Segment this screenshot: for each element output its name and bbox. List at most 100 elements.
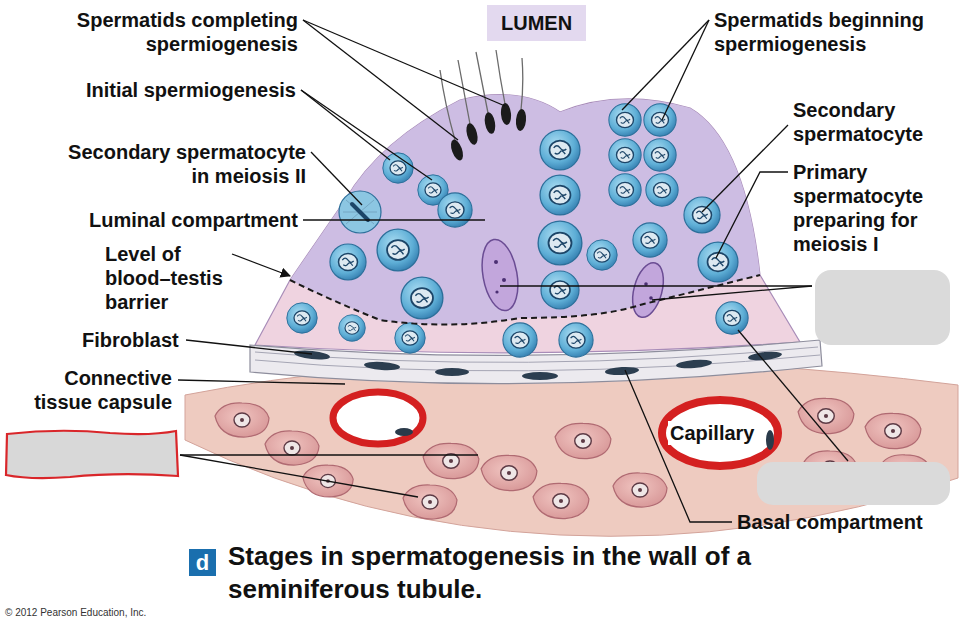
germ-cells <box>644 139 676 171</box>
capillary <box>662 400 778 466</box>
capillary <box>766 430 774 450</box>
interstitial-tissue <box>265 431 319 465</box>
leader-line <box>625 370 732 522</box>
part-label: Connective tissue capsule <box>27 366 172 414</box>
part-label: Luminal compartment <box>89 208 298 232</box>
part-label: Level of blood–testis barrier <box>105 242 230 314</box>
spermatid <box>440 50 527 162</box>
germ-cells <box>503 323 537 357</box>
seminiferous-epithelium <box>255 95 800 353</box>
node-text: d <box>196 550 209 575</box>
connective-tissue-capsule <box>522 372 558 380</box>
part-label: Fibroblast <box>82 328 179 352</box>
interstitial-tissue <box>423 443 479 478</box>
spermatid <box>515 109 527 132</box>
germ-cells <box>540 130 580 170</box>
germ-cells <box>438 193 472 227</box>
part-label: Spermatids completing spermiogenesis <box>63 8 298 56</box>
capillary <box>395 428 413 436</box>
connective-tissue-capsule <box>364 361 400 371</box>
spermatid <box>483 111 497 134</box>
masked-label <box>815 270 950 345</box>
interstitial-tissue <box>613 473 667 507</box>
sertoli-nucleus <box>627 259 669 320</box>
interstitial-tissue <box>555 423 611 458</box>
part-label: Secondary spermatocyte in meiosis II <box>56 140 306 188</box>
sertoli-nucleus <box>477 237 523 314</box>
seminiferous-epithelium <box>290 95 760 325</box>
leader-line <box>702 125 788 212</box>
germ-cells <box>395 323 425 353</box>
figure-caption: Stages in spermatogenesis in the wall of… <box>228 540 813 605</box>
leader-line <box>652 286 812 300</box>
connective-tissue-capsule <box>294 349 331 361</box>
seminiferous-epithelium <box>255 95 800 353</box>
germ-cells <box>644 104 676 136</box>
spermatid <box>500 103 512 126</box>
germ-cells <box>646 174 678 206</box>
part-label: Basal compartment <box>737 510 923 534</box>
germ-cells <box>339 315 366 342</box>
leader-line <box>311 152 362 205</box>
connective-tissue-capsule <box>435 368 469 376</box>
germ-cells <box>377 229 419 271</box>
leader-line <box>180 455 418 497</box>
germ-cells <box>698 242 738 282</box>
germ-cells <box>716 302 748 334</box>
germ-cells <box>633 223 667 257</box>
sertoli-nucleus <box>494 260 498 264</box>
spermatid <box>449 138 466 162</box>
part-label: Primary spermatocyte preparing for meios… <box>793 160 933 256</box>
interstitial-tissue <box>533 483 589 518</box>
part-label: Spermatids beginning spermiogenesis <box>714 8 949 56</box>
node-text: LUMEN <box>501 12 572 34</box>
germ-cells <box>609 104 641 136</box>
germ-cells <box>339 191 381 233</box>
spermatid <box>440 50 523 140</box>
germ-cells <box>287 104 748 357</box>
sertoli-nucleus <box>644 282 648 286</box>
germ-cells <box>684 197 720 233</box>
interstitial-tissue <box>185 360 958 537</box>
sertoli-nucleus <box>477 237 669 321</box>
sertoli-nucleus <box>649 296 653 300</box>
connective-tissue-capsule <box>748 350 783 362</box>
spermatid <box>464 122 479 146</box>
panel-badge: d <box>189 549 216 576</box>
germ-cells <box>541 271 579 309</box>
leader-line <box>301 90 432 180</box>
germ-cells <box>609 139 641 171</box>
leader-line <box>500 285 812 286</box>
masked-label <box>757 462 950 505</box>
germ-cells <box>538 221 582 265</box>
germ-cells <box>540 175 580 215</box>
copyright-note: © 2012 Pearson Education, Inc. <box>5 607 146 619</box>
germ-cells <box>352 204 368 220</box>
germ-cells <box>330 244 366 280</box>
germ-cells <box>287 303 317 333</box>
connective-tissue-capsule <box>676 358 713 369</box>
interstitial-tissue <box>185 360 958 537</box>
leader-line <box>303 20 505 106</box>
part-label: Secondary spermatocyte <box>793 98 943 146</box>
interstitial-tissue <box>215 403 269 437</box>
barrier-line <box>290 275 760 325</box>
interstitial-tissue <box>798 398 854 433</box>
lumen-box: LUMEN <box>487 5 586 41</box>
capillary <box>333 392 423 444</box>
leader-line <box>662 20 709 120</box>
germ-cells <box>587 240 617 270</box>
leader-line <box>303 219 485 220</box>
masked-label <box>6 431 178 478</box>
leader-line <box>180 454 478 455</box>
leader-line <box>301 90 390 160</box>
leader-line <box>303 20 458 140</box>
leader-line <box>622 20 709 110</box>
interstitial-tissue <box>403 485 457 519</box>
part-label: Capillary <box>668 421 756 445</box>
interstitial-tissue <box>481 455 537 490</box>
germ-cells <box>401 277 443 319</box>
leader-line <box>232 254 290 276</box>
connective-tissue-capsule <box>255 347 820 371</box>
germ-cells <box>609 174 641 206</box>
